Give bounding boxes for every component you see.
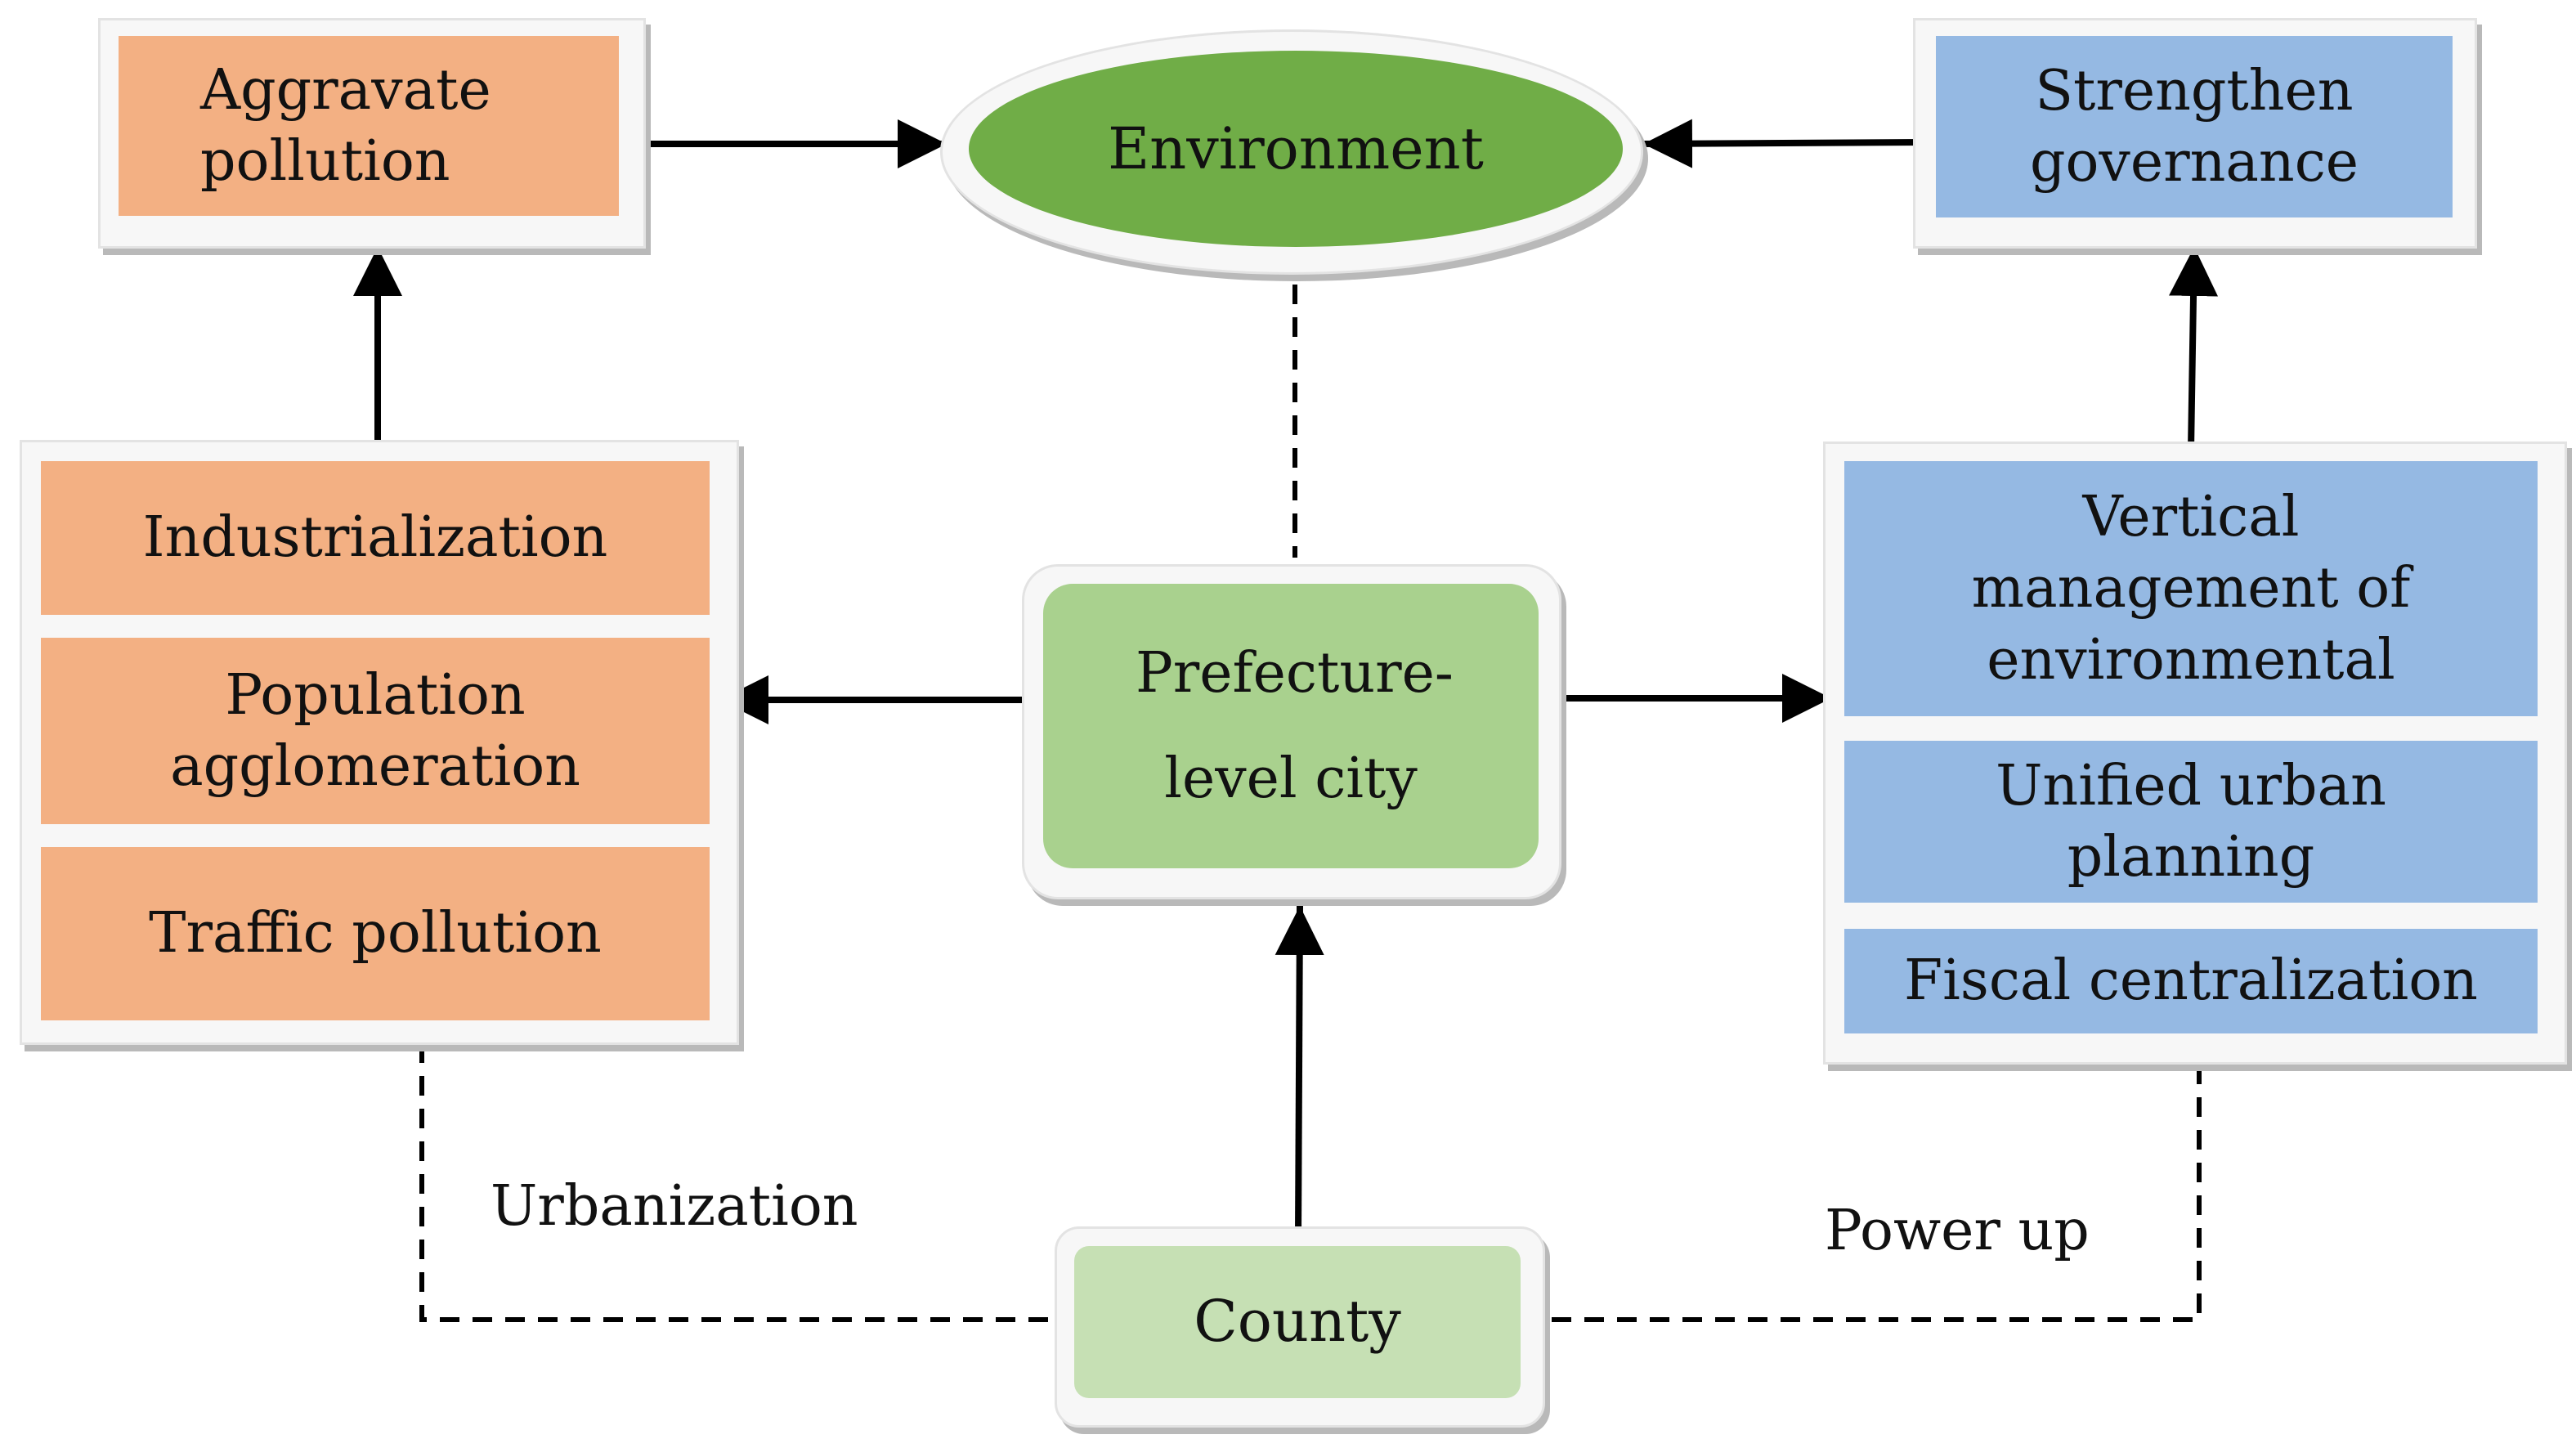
- arrow-right-stack-to-governance: [2169, 246, 2219, 451]
- population-agglomeration-label: Population agglomeration: [170, 662, 580, 799]
- industrialization-box: Industrialization: [41, 461, 710, 615]
- arrow-governance-to-environment: [1642, 119, 1924, 168]
- fiscal-centralization-label: Fiscal centralization: [1904, 948, 2478, 1014]
- prefecture-city-box: Prefecture-level city: [1043, 584, 1539, 868]
- county-label: County: [1194, 1288, 1401, 1356]
- traffic-pollution-label: Traffic pollution: [149, 901, 602, 966]
- vertical-management-label: Vertical management of environmental: [1971, 485, 2411, 693]
- traffic-pollution-box: Traffic pollution: [41, 847, 710, 1020]
- aggravate-pollution-label: Aggravate pollution: [200, 57, 491, 194]
- aggravate-pollution-box: Aggravate pollution: [119, 36, 619, 216]
- environment-ellipse: Environment: [969, 51, 1623, 247]
- county-box: County: [1074, 1246, 1521, 1398]
- vertical-management-box: Vertical management of environmental: [1844, 461, 2538, 716]
- power-up-label: Power up: [1825, 1199, 2090, 1263]
- prefecture-city-label: Prefecture-level city: [1136, 640, 1454, 811]
- arrow-county-to-prefecture: [1275, 905, 1324, 1235]
- fiscal-centralization-box: Fiscal centralization: [1844, 929, 2538, 1033]
- urbanization-label: Urbanization: [491, 1174, 858, 1239]
- industrialization-label: Industrialization: [142, 505, 608, 571]
- environment-label: Environment: [1108, 115, 1484, 182]
- population-agglomeration-box: Population agglomeration: [41, 638, 710, 824]
- unified-urban-planning-label: Unified urban planning: [1996, 753, 2386, 890]
- unified-urban-planning-box: Unified urban planning: [1844, 741, 2538, 903]
- strengthen-governance-box: Strengthen governance: [1936, 36, 2453, 217]
- strengthen-governance-label: Strengthen governance: [2029, 58, 2359, 195]
- dashed-power-up-path: [1519, 1050, 2202, 1322]
